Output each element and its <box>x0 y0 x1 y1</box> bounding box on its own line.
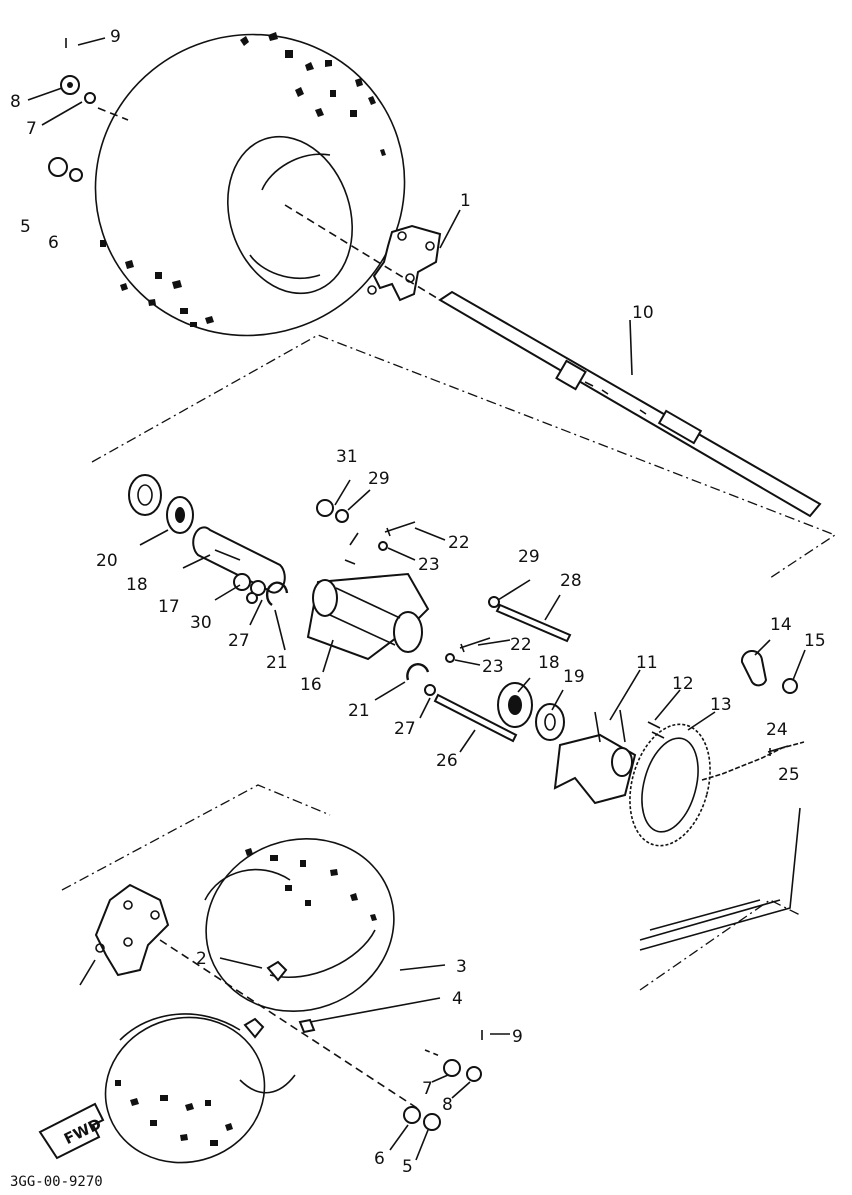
callout-24: 24 <box>766 720 788 740</box>
callout-31: 31 <box>336 447 358 467</box>
callout-5-lower: 5 <box>402 1157 413 1177</box>
drawing-number: 3GG-00-9270 <box>10 1174 103 1190</box>
lower-tire-outer <box>204 837 395 1013</box>
callout-4: 4 <box>452 989 463 1009</box>
upper-tire <box>94 32 406 337</box>
sprocket-hub <box>553 709 637 805</box>
upper-hub <box>367 224 442 302</box>
callout-9-upper: 9 <box>110 27 121 47</box>
callout-19: 19 <box>563 667 585 687</box>
callout-16: 16 <box>300 675 322 695</box>
callout-21-lower: 21 <box>348 701 370 721</box>
lower-hub <box>79 883 170 986</box>
callout-29-lower: 29 <box>518 547 540 567</box>
callout-18-left: 18 <box>126 575 148 595</box>
callout-10: 10 <box>632 303 654 323</box>
callout-23-upper: 23 <box>418 555 440 575</box>
bearing-housing-group <box>128 474 572 743</box>
axle-centerline <box>284 204 441 301</box>
callout-1-upper: 1 <box>460 191 471 211</box>
sprocket-bolts <box>647 721 665 739</box>
callout-17: 17 <box>158 597 180 617</box>
callout-15: 15 <box>804 631 826 651</box>
callout-7-upper: 7 <box>26 119 37 139</box>
callout-27-upper: 27 <box>228 631 250 651</box>
callout-6-upper: 6 <box>48 233 59 253</box>
lower-group-outline <box>61 784 331 891</box>
callout-27-lower: 27 <box>394 719 416 739</box>
callout-29-upper: 29 <box>368 469 390 489</box>
callout-2: 2 <box>196 949 207 969</box>
callout-3: 3 <box>456 957 467 977</box>
callout-11: 11 <box>636 653 658 673</box>
rear-sprocket <box>629 723 711 847</box>
lower-tire-inner <box>104 1013 296 1164</box>
callout-23-lower: 23 <box>482 657 504 677</box>
callout-26: 26 <box>436 751 458 771</box>
callout-30: 30 <box>190 613 212 633</box>
callout-8-lower: 8 <box>442 1095 453 1115</box>
rear-axle <box>438 290 822 518</box>
lower-valve-stems <box>243 960 316 1039</box>
callout-labels: 9 8 7 5 6 1 10 31 29 22 23 29 28 22 23 1… <box>10 27 826 1177</box>
callout-7-lower: 7 <box>422 1079 433 1099</box>
callout-21-upper: 21 <box>266 653 288 673</box>
callout-22-upper: 22 <box>448 533 470 553</box>
callout-28: 28 <box>560 571 582 591</box>
lower-right-fasteners <box>403 1030 483 1131</box>
callout-13: 13 <box>710 695 732 715</box>
callout-20: 20 <box>96 551 118 571</box>
forward-direction-arrow: FWD <box>38 1102 105 1160</box>
chain-joint <box>740 650 798 694</box>
upper-left-fasteners <box>48 38 129 182</box>
callout-5-upper: 5 <box>20 217 31 237</box>
callout-6-lower: 6 <box>374 1149 385 1169</box>
lower-group-outline-right <box>639 899 801 991</box>
leader-lines <box>27 37 806 1161</box>
drive-chain <box>639 741 805 951</box>
callout-22-lower: 22 <box>510 635 532 655</box>
callout-14: 14 <box>770 615 792 635</box>
callout-18-right: 18 <box>538 653 560 673</box>
callout-9-lower: 9 <box>512 1027 523 1047</box>
upper-group-outline <box>91 334 837 579</box>
callout-12: 12 <box>672 674 694 694</box>
callout-25: 25 <box>778 765 800 785</box>
callout-8-upper: 8 <box>10 92 21 112</box>
